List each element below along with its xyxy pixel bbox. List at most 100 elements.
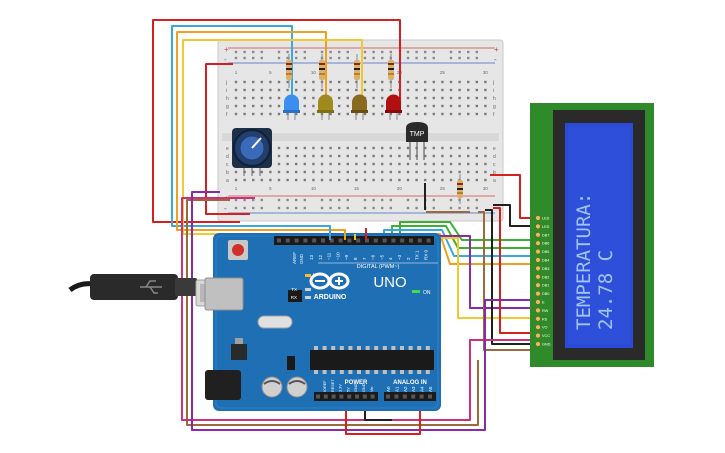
terminal-hole xyxy=(372,80,375,84)
lcd-pin[interactable] xyxy=(535,324,541,330)
header-hole[interactable] xyxy=(370,394,375,399)
lcd-pin[interactable] xyxy=(535,299,541,305)
header-hole[interactable] xyxy=(316,394,320,399)
header-hole[interactable] xyxy=(365,238,369,243)
lcd-pin[interactable] xyxy=(535,290,541,297)
terminal-hole xyxy=(484,104,487,108)
header-hole[interactable] xyxy=(356,238,361,243)
lcd-pin[interactable] xyxy=(535,257,541,263)
header-hole[interactable] xyxy=(394,394,399,399)
rail-hole xyxy=(338,198,341,202)
terminal-hole xyxy=(295,146,298,150)
potentiometer[interactable] xyxy=(232,128,272,176)
header-hole[interactable] xyxy=(331,394,336,399)
reset-button[interactable] xyxy=(232,244,244,256)
header-hole[interactable] xyxy=(409,238,413,243)
tx-label: TX xyxy=(291,287,297,292)
rail-hole xyxy=(406,198,410,202)
terminal-hole xyxy=(467,170,470,174)
header-hole[interactable] xyxy=(386,394,390,399)
terminal-hole xyxy=(389,112,392,116)
lcd-pin[interactable] xyxy=(535,232,541,238)
leds xyxy=(283,94,402,120)
header-hole[interactable] xyxy=(303,238,308,243)
lcd-pin[interactable] xyxy=(535,274,541,280)
header-hole[interactable] xyxy=(355,394,359,399)
header-hole[interactable] xyxy=(417,238,422,243)
header-hole[interactable] xyxy=(400,238,405,243)
rail-hole xyxy=(346,198,349,202)
lcd-pin[interactable] xyxy=(535,215,541,221)
header-hole[interactable] xyxy=(277,238,281,243)
terminal-hole xyxy=(398,154,401,158)
column-number: 1 xyxy=(235,186,238,191)
lcd-pin[interactable] xyxy=(535,223,541,230)
rail-hole xyxy=(467,50,470,54)
terminal-hole xyxy=(277,112,281,116)
rail-hole xyxy=(458,206,461,210)
header-hole[interactable] xyxy=(382,238,387,243)
terminal-hole xyxy=(449,162,453,166)
terminal-hole xyxy=(406,162,410,166)
terminal-hole xyxy=(277,154,281,158)
row-letter: e xyxy=(493,146,496,152)
terminal-hole xyxy=(346,112,349,116)
header-hole[interactable] xyxy=(323,394,328,399)
power-jack xyxy=(205,370,241,400)
terminal-hole xyxy=(243,112,246,116)
header-hole[interactable] xyxy=(285,238,290,243)
terminal-hole xyxy=(424,178,427,182)
lcd-pin-label: GND xyxy=(542,343,551,347)
wire-red-bottom xyxy=(345,400,421,435)
lcd-pin[interactable] xyxy=(535,265,541,272)
header-hole[interactable] xyxy=(321,238,325,243)
lcd-pin-label: DB1 xyxy=(542,284,549,288)
lcd-pin[interactable] xyxy=(535,240,541,246)
header-hole[interactable] xyxy=(428,394,432,399)
chip-pin xyxy=(357,346,361,350)
header-hole[interactable] xyxy=(347,394,352,399)
lcd-pin[interactable] xyxy=(535,248,541,255)
chip-pin xyxy=(357,370,361,374)
terminal-hole xyxy=(458,104,461,108)
column-number: 25 xyxy=(440,70,446,75)
header-hole[interactable] xyxy=(362,394,367,399)
power-pin-label: Vin xyxy=(370,387,374,392)
digital-pin-label: 12 xyxy=(318,254,323,260)
lcd-pin[interactable] xyxy=(535,341,541,347)
terminal-hole xyxy=(398,178,401,182)
header-hole[interactable] xyxy=(373,238,378,243)
analog-pin-label: A0 xyxy=(386,386,391,392)
terminal-hole xyxy=(424,146,427,150)
rail-hole xyxy=(432,50,435,54)
header-hole[interactable] xyxy=(419,394,424,399)
terminal-hole xyxy=(363,112,367,116)
lcd-pin[interactable] xyxy=(535,332,541,339)
header-hole[interactable] xyxy=(338,238,343,243)
header-hole[interactable] xyxy=(339,394,344,399)
terminal-hole xyxy=(467,178,470,182)
header-hole[interactable] xyxy=(329,238,334,243)
header-hole[interactable] xyxy=(294,238,299,243)
lcd-pin[interactable] xyxy=(535,307,541,314)
header-hole[interactable] xyxy=(426,238,431,243)
terminal-hole xyxy=(475,104,478,108)
analog-label: ANALOG IN xyxy=(393,380,427,386)
terminal-hole xyxy=(329,162,332,166)
header-hole[interactable] xyxy=(312,238,317,243)
chip-pin xyxy=(391,346,396,350)
chip-pin xyxy=(382,370,387,374)
lcd-pin[interactable] xyxy=(535,282,541,288)
rail-hole xyxy=(432,206,435,210)
header-hole[interactable] xyxy=(347,238,352,243)
rail-hole xyxy=(260,50,263,54)
terminal-hole xyxy=(441,88,444,92)
header-hole[interactable] xyxy=(411,394,416,399)
terminal-hole xyxy=(467,96,470,100)
terminal-hole xyxy=(441,162,444,166)
header-hole[interactable] xyxy=(402,394,407,399)
header-hole[interactable] xyxy=(391,238,396,243)
lcd-pin[interactable] xyxy=(535,316,541,322)
terminal-hole xyxy=(415,170,418,174)
